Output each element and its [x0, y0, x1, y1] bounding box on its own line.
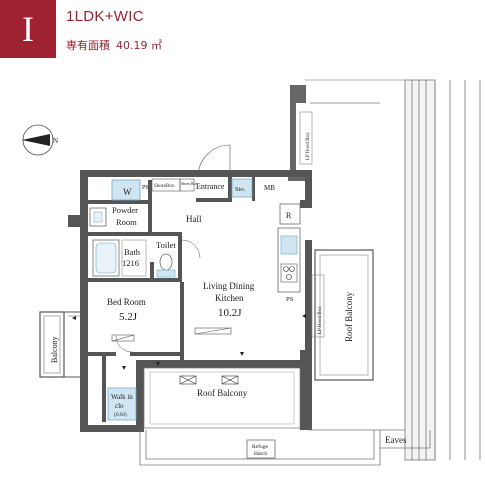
right-roof-balcony-label: Roof Balcony	[344, 291, 354, 342]
ldk-size: 10.2J	[218, 307, 242, 319]
eaves-label: Eaves	[385, 435, 407, 445]
refuge-hatch-label-2: Hatch	[254, 451, 267, 457]
area-value: 40.19 ㎡	[116, 39, 162, 52]
hood-box-right	[311, 274, 325, 338]
shoes-box-2-label: Shoes Box	[181, 182, 197, 186]
hood-box-top-label: LP Hood Box	[306, 132, 311, 160]
refrigerator-label: R	[286, 211, 292, 220]
wic-label-2: clo	[115, 402, 124, 410]
wc-label: W	[123, 187, 132, 197]
wash-basin	[89, 207, 107, 227]
ldk-label-2: Kitchen	[215, 293, 244, 303]
shoes-box-1-label: ShoesBox	[154, 184, 175, 189]
plan-type-title: 1LDK+WIC	[66, 8, 144, 25]
kitchen-counter: R PS	[277, 203, 301, 303]
hood-box-right-label: LP Hood Box	[318, 306, 323, 334]
right-roof-balcony: Roof Balcony	[314, 249, 374, 381]
laundry-area: W	[111, 179, 141, 201]
entrance-label: Entrance	[196, 182, 225, 191]
bath: Bath 1216	[92, 239, 147, 277]
compass-north-label: N	[53, 137, 58, 145]
refuge-hatch-label-1: Refuge	[252, 443, 268, 450]
refuge-hatch: Refuge Hatch	[246, 439, 276, 459]
toilet: Toilet	[156, 240, 176, 278]
wic-door-swing	[115, 335, 133, 353]
floor-heating-mark	[194, 327, 232, 335]
ps-top-label: PS	[142, 185, 149, 191]
powder-room-label-1: Powder	[112, 205, 138, 215]
compass: N	[22, 124, 58, 156]
storage	[231, 178, 253, 198]
bed-room-aircon-mark	[111, 334, 135, 342]
mb-label: MB	[264, 184, 275, 192]
wic-label-1: Walk in	[111, 393, 133, 401]
entrance-door-swing	[197, 144, 231, 178]
bed-room-label: Bed Room	[107, 297, 146, 307]
side-balcony: Balcony	[39, 311, 80, 378]
plan-badge: I	[0, 0, 56, 58]
area-label: 専有面積	[66, 39, 110, 52]
plan-letter: I	[22, 9, 34, 49]
bath-label-1: Bath	[124, 247, 141, 257]
door-markers	[72, 314, 306, 370]
interior-walls	[88, 177, 255, 422]
wic-size: (0.8J)	[114, 411, 127, 418]
hood-box-top	[299, 111, 313, 165]
top-column	[288, 85, 380, 181]
walk-in-closet: Walk in clo (0.8J)	[107, 387, 137, 421]
side-balcony-label: Balcony	[50, 336, 59, 363]
eaves-terrace	[139, 429, 431, 466]
bottom-roof-balcony-label: Roof Balcony	[197, 388, 248, 398]
exterior-structure	[305, 79, 481, 461]
bottom-roof-balcony: Roof Balcony	[143, 367, 301, 429]
hall-label: Hall	[186, 214, 202, 224]
hall-door-swing	[181, 239, 201, 259]
bed-room-size: 5.2J	[119, 311, 138, 323]
wash-basin-bowl	[93, 211, 103, 223]
bath-label-2: 1216	[122, 258, 139, 268]
sto-label: Sto.	[235, 186, 246, 193]
ps-kitchen-label: PS	[286, 296, 294, 303]
toilet-label: Toilet	[156, 240, 176, 250]
powder-room-label-2: Room	[116, 217, 137, 227]
ldk-label-1: Living Dining	[203, 281, 255, 291]
outer-walls	[68, 170, 312, 432]
area-line: 専有面積 40.19 ㎡	[66, 37, 162, 53]
shoes-box-2	[179, 178, 195, 192]
